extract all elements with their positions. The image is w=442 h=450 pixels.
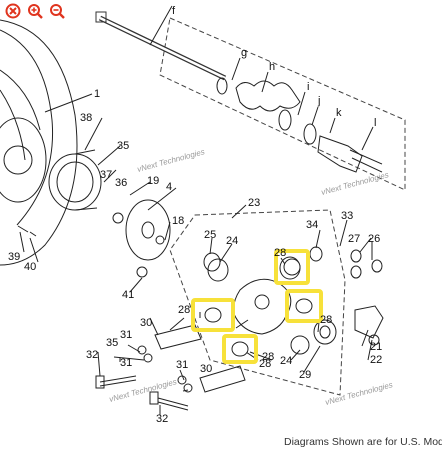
callout-label: l <box>374 117 376 129</box>
callout-label: 24 <box>280 355 292 367</box>
callout-label: 32 <box>86 349 98 361</box>
callout-label: 23 <box>248 197 260 209</box>
callout-label: 28 <box>259 358 271 370</box>
callout-label: 35 <box>106 337 118 349</box>
callout-label: k <box>336 107 342 119</box>
watermark: vNext Technologies <box>136 147 205 174</box>
callout-label: 33 <box>341 210 353 222</box>
callout-label: 41 <box>122 289 134 301</box>
callout-label: 4 <box>166 181 172 193</box>
callout-label: 28 <box>178 304 190 316</box>
callout-labels: f g h i j k l 1 38 35 37 36 19 4 18 39 4… <box>8 5 382 425</box>
callout-label: f <box>172 5 176 17</box>
callout-label: 37 <box>100 169 112 181</box>
callout-label: 28 <box>262 351 274 363</box>
callout-label: j <box>317 95 320 107</box>
callout-label: 30 <box>140 317 152 329</box>
highlight-box[interactable] <box>191 298 235 332</box>
zoom-in-icon[interactable] <box>26 2 44 20</box>
watermark: vNext Technologies <box>320 170 389 197</box>
callout-label: 19 <box>147 175 159 187</box>
callout-label: h <box>269 61 275 73</box>
callout-label: 28 <box>274 247 286 259</box>
callout-label: 40 <box>24 261 36 273</box>
callout-label: 31 <box>120 357 132 369</box>
callout-label: 31 <box>176 359 188 371</box>
zoom-out-icon[interactable] <box>48 2 66 20</box>
callout-label: 31 <box>120 329 132 341</box>
close-icon[interactable] <box>4 2 22 20</box>
watermark: vNext Technologies <box>108 377 177 404</box>
callout-label: 39 <box>8 251 20 263</box>
watermark: vNext Technologies <box>324 380 393 407</box>
callout-label: g <box>241 47 247 59</box>
callout-label: 27 <box>348 233 360 245</box>
callout-label: 18 <box>172 215 184 227</box>
callout-label: 38 <box>80 112 92 124</box>
highlight-box[interactable] <box>285 289 323 323</box>
highlight-box[interactable] <box>222 334 258 364</box>
callout-label: 34 <box>306 219 318 231</box>
callout-label: 28 <box>320 314 332 326</box>
callout-label: 30 <box>200 363 212 375</box>
callout-label: 35 <box>117 140 129 152</box>
callout-label: 36 <box>115 177 127 189</box>
callout-label: 25 <box>204 229 216 241</box>
viewer-toolbar <box>0 0 70 26</box>
callout-label: 29 <box>299 369 311 381</box>
footer-note: Diagrams Shown are for U.S. Models <box>284 436 442 448</box>
highlight-box[interactable] <box>274 249 310 285</box>
callout-label: 32 <box>156 413 168 425</box>
callout-label: 21 <box>370 341 382 353</box>
highlight-boxes <box>191 249 323 364</box>
callout-label: 24 <box>226 235 238 247</box>
callout-label: i <box>307 81 309 93</box>
callout-label: 26 <box>368 233 380 245</box>
callout-label: 1 <box>94 88 100 100</box>
callout-label: 22 <box>370 354 382 366</box>
